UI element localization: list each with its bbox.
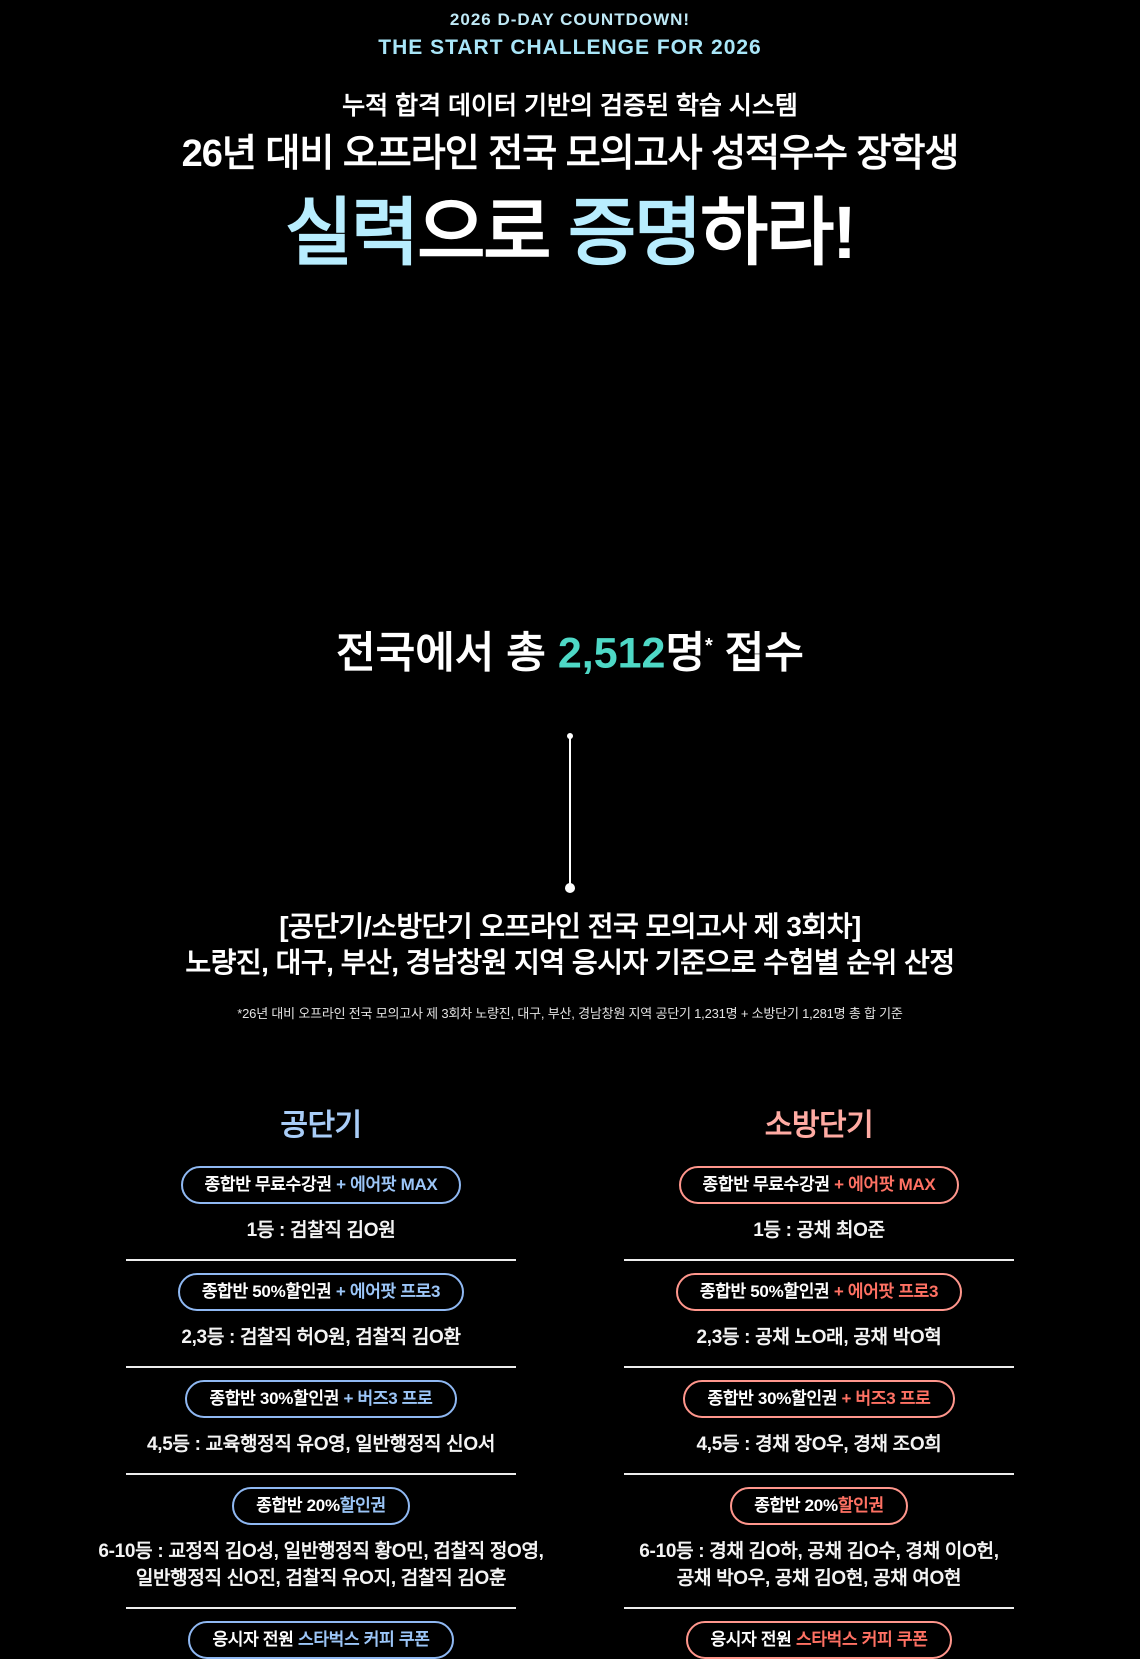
applicants-prefix: 전국에서 총 — [336, 629, 558, 678]
badge-label-plain: 종합반 30%할인권 — [707, 1389, 842, 1409]
prize-tier: 종합반 30%할인권 + 버즈3 프로 4,5등 : 교육행정직 유O영, 일반… — [95, 1380, 547, 1476]
badge-label-accent: 스타벅스 커피 쿠폰 — [297, 1630, 430, 1650]
badge-label-plain: 응시자 전원 — [212, 1630, 298, 1650]
winners-text: 6-10등 : 경채 김O하, 공채 김O수, 경채 이O헌, 공채 박O우, … — [639, 1541, 999, 1590]
notice-line-2: 노량진, 대구, 부산, 경남창원 지역 응시자 기준으로 수험별 순위 산정 — [185, 947, 955, 979]
applicants-count: 2,512 — [557, 629, 666, 678]
applicants-tail: 접수 — [712, 629, 804, 678]
badge-label-accent: 할인권 — [837, 1496, 884, 1516]
timeline-line — [569, 735, 571, 886]
prize-tier: 종합반 50%할인권 + 에어팟 프로3 2,3등 : 검찰직 허O원, 검찰직… — [95, 1273, 547, 1369]
prize-tier: 종합반 30%할인권 + 버즈3 프로 4,5등 : 경채 장O우, 경채 조O… — [593, 1380, 1045, 1476]
exam-title: 26년 대비 오프라인 전국 모의고사 성적우수 장학생 — [181, 133, 960, 175]
prize-badge: 종합반 20%할인권 — [232, 1487, 410, 1526]
prize-badge: 종합반 50%할인권 + 에어팟 프로3 — [675, 1273, 963, 1312]
applicants-asterisk: * — [705, 635, 713, 657]
divider — [126, 1607, 516, 1610]
winners-text: 4,5등 : 경채 장O우, 경채 조O희 — [696, 1434, 942, 1456]
prize-tier: 종합반 20%할인권 6-10등 : 교정직 김O성, 일반행정직 황O민, 검… — [95, 1487, 547, 1610]
divider — [624, 1607, 1014, 1610]
prize-badge: 종합반 무료수강권 + 에어팟 MAX — [678, 1166, 960, 1205]
divider — [624, 1366, 1014, 1369]
challenge-kicker: THE START CHALLENGE FOR 2026 — [378, 36, 762, 59]
badge-label-plain: 종합반 50%할인권 — [699, 1282, 834, 1302]
divider — [126, 1259, 516, 1262]
timeline-connector — [0, 735, 1140, 895]
winners-text: 1등 : 검찰직 김O원 — [246, 1220, 396, 1242]
badge-label-plain: 종합반 20% — [256, 1496, 340, 1516]
column-gongdangi-header: 공단기 — [280, 1109, 362, 1143]
system-subtitle: 누적 합격 데이터 기반의 검증된 학습 시스템 — [342, 92, 798, 120]
badge-label-plain: 종합반 30%할인권 — [209, 1389, 344, 1409]
applicants-unit: 명 — [665, 629, 705, 678]
prize-tier: 종합반 50%할인권 + 에어팟 프로3 2,3등 : 공채 노O래, 공채 박… — [593, 1273, 1045, 1369]
badge-label-accent: + 에어팟 MAX — [336, 1175, 438, 1195]
prize-badge: 종합반 30%할인권 + 버즈3 프로 — [683, 1380, 955, 1419]
badge-label-accent: + 에어팟 프로3 — [833, 1282, 939, 1302]
column-sobangdangi-header: 소방단기 — [764, 1109, 874, 1143]
prize-tier: 종합반 무료수강권 + 에어팟 MAX 1등 : 공채 최O준 — [593, 1166, 1045, 1262]
notice-footnote: *26년 대비 오프라인 전국 모의고사 제 3회차 노량진, 대구, 부산, … — [237, 1006, 903, 1022]
winners-text: 2,3등 : 검찰직 허O원, 검찰직 김O환 — [181, 1327, 461, 1349]
column-sobangdangi: 소방단기 종합반 무료수강권 + 에어팟 MAX 1등 : 공채 최O준 종합반… — [593, 1108, 1045, 1659]
badge-label-accent: + 에어팟 MAX — [834, 1175, 936, 1195]
column-gongdangi: 공단기 종합반 무료수강권 + 에어팟 MAX 1등 : 검찰직 김O원 종합반… — [95, 1108, 547, 1659]
total-applicants: 전국에서 총 2,512명* 접수 — [0, 618, 1140, 681]
badge-label-plain: 종합반 무료수강권 — [204, 1175, 337, 1195]
coffee-coupon-badge: 응시자 전원 스타벅스 커피 쿠폰 — [686, 1621, 952, 1659]
countdown-kicker: 2026 D-DAY COUNTDOWN! — [449, 10, 691, 29]
badge-label-accent: + 버즈3 프로 — [841, 1389, 931, 1409]
headline-plain-2: 하라! — [700, 191, 857, 274]
badge-label-accent: + 버즈3 프로 — [343, 1389, 433, 1409]
prize-tier: 종합반 20%할인권 6-10등 : 경채 김O하, 공채 김O수, 경채 이O… — [593, 1487, 1045, 1610]
main-headline: 실력으로 증명하라! — [0, 188, 1140, 278]
badge-label-plain: 종합반 20% — [754, 1496, 838, 1516]
badge-label-accent: 할인권 — [339, 1496, 386, 1516]
prize-badge: 종합반 50%할인권 + 에어팟 프로3 — [177, 1273, 465, 1312]
prize-badge: 종합반 30%할인권 + 버즈3 프로 — [185, 1380, 457, 1419]
badge-label-plain: 종합반 50%할인권 — [201, 1282, 336, 1302]
winners-text: 4,5등 : 교육행정직 유O영, 일반행정직 신O서 — [146, 1434, 496, 1456]
divider — [126, 1473, 516, 1476]
badge-label-plain: 종합반 무료수강권 — [702, 1175, 835, 1195]
badge-label-plain: 응시자 전원 — [710, 1630, 796, 1650]
prize-badge: 종합반 무료수강권 + 에어팟 MAX — [180, 1166, 462, 1205]
badge-label-accent: + 에어팟 프로3 — [335, 1282, 441, 1302]
notice-line-1: [공단기/소방단기 오프라인 전국 모의고사 제 3회차] — [279, 911, 861, 943]
winners-text: 6-10등 : 교정직 김O성, 일반행정직 황O민, 검찰직 정O영, 일반행… — [98, 1541, 544, 1590]
coffee-coupon-badge: 응시자 전원 스타벅스 커피 쿠폰 — [188, 1621, 454, 1659]
winners-text: 2,3등 : 공채 노O래, 공채 박O혁 — [696, 1327, 942, 1349]
prize-columns: 공단기 종합반 무료수강권 + 에어팟 MAX 1등 : 검찰직 김O원 종합반… — [95, 1108, 1045, 1659]
headline-accent-1: 실력 — [285, 191, 419, 274]
headline-plain-1: 으로 — [417, 191, 568, 274]
divider — [624, 1473, 1014, 1476]
badge-label-accent: 스타벅스 커피 쿠폰 — [795, 1630, 928, 1650]
divider — [126, 1366, 516, 1369]
prize-badge: 종합반 20%할인권 — [730, 1487, 908, 1526]
headline-accent-2: 증명 — [567, 191, 702, 274]
prize-tier: 종합반 무료수강권 + 에어팟 MAX 1등 : 검찰직 김O원 — [95, 1166, 547, 1262]
winners-text: 1등 : 공채 최O준 — [753, 1220, 885, 1242]
divider — [624, 1259, 1014, 1262]
